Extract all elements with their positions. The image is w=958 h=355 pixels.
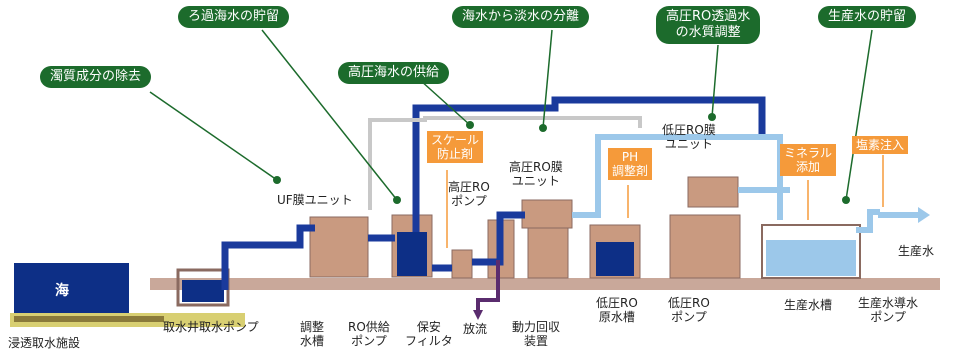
dot-turbidity	[273, 176, 281, 184]
uf-unit-box	[309, 216, 369, 278]
chemical-arrows	[446, 155, 884, 248]
uf-unit-label: UF膜ユニット	[277, 193, 353, 207]
lp-ro-raw-tank-label: 低圧RO 原水槽	[596, 296, 638, 324]
callout-filtered-storage: ろ過海水の貯留	[178, 6, 290, 28]
hp-ro-unit-label: 高圧RO膜 ユニット	[509, 160, 563, 188]
seawater-pipes	[221, 96, 766, 290]
ro-supply-pump-label: RO供給 ポンプ	[348, 320, 390, 348]
sea-label: 海	[55, 283, 69, 299]
discharge-line	[476, 260, 500, 312]
product-water-label: 生産水	[898, 244, 935, 258]
callout-product-storage: 生産水の貯留	[818, 6, 917, 28]
product-pump-label: 生産水導水 ポンプ	[858, 296, 919, 324]
leader-filtered-storage	[261, 29, 398, 201]
reject-pipe	[368, 116, 642, 210]
dot-separation	[539, 124, 547, 132]
chemical-chlorine: 塩素注入	[852, 136, 909, 154]
product-output-arrow	[918, 207, 930, 223]
dot-hp-supply	[466, 121, 474, 129]
cartridge-filter-box	[451, 249, 473, 279]
dot-quality-adjust	[708, 113, 716, 121]
sea-area	[14, 263, 129, 315]
dot-filtered-storage	[393, 196, 401, 204]
lp-ro-unit-label: 低圧RO膜 ユニット	[662, 123, 716, 151]
callout-leaders	[149, 29, 873, 201]
hp-ro-unit-box	[521, 199, 573, 229]
lp-ro-stand	[669, 214, 741, 279]
chemical-ph-adjuster: PH 調整剤	[608, 148, 653, 180]
intake-pipe-line	[221, 224, 315, 290]
adjust-tank-water	[397, 232, 427, 276]
callout-hp-supply: 高圧海水の供給	[338, 62, 450, 84]
lp-ro-pump-label: 低圧RO ポンプ	[668, 296, 710, 324]
cartridge-filter-label: 保安 フィルタ	[405, 320, 453, 348]
chemical-scale-inhibitor: スケール 防止剤	[427, 131, 484, 163]
callout-separation: 海水から淡水の分離	[452, 6, 590, 28]
discharge-label: 放流	[463, 322, 488, 336]
energy-recovery-label: 動力回収 装置	[512, 320, 561, 348]
pump-to-ro-line	[472, 211, 525, 266]
callout-quality-adjust: 高圧RO透過水 の水質調整	[656, 6, 761, 44]
callout-turbidity: 濁質成分の除去	[40, 66, 152, 88]
well-water	[182, 280, 224, 302]
leader-hp-supply	[419, 79, 471, 126]
leader-quality-adjust	[711, 44, 719, 118]
product-tank-water	[766, 240, 856, 276]
dot-product-storage	[842, 196, 850, 204]
product-tank-label: 生産水槽	[784, 298, 833, 312]
hp-feed-line	[412, 96, 766, 232]
leader-product-storage	[845, 29, 873, 201]
intake-pipe	[14, 316, 164, 322]
well-pump-label: 取水井取水ポンプ	[163, 320, 259, 334]
intake-facility-label: 浸透取水施設	[8, 336, 81, 350]
permeate-line-3	[856, 209, 880, 233]
adjust-tank-label: 調整 水槽	[300, 320, 325, 348]
discharge-arrow	[473, 310, 483, 320]
hp-ro-stand	[527, 227, 569, 279]
leader-dots	[273, 113, 850, 204]
lp-ro-raw-water	[596, 242, 634, 276]
lp-ro-unit-box	[687, 176, 739, 208]
ground-slab	[150, 278, 940, 290]
leader-turbidity	[149, 91, 278, 181]
chemical-mineral: ミネラル 添加	[780, 144, 837, 176]
hp-ro-pump-label: 高圧RO ポンプ	[448, 180, 490, 208]
leader-separation	[542, 29, 553, 129]
